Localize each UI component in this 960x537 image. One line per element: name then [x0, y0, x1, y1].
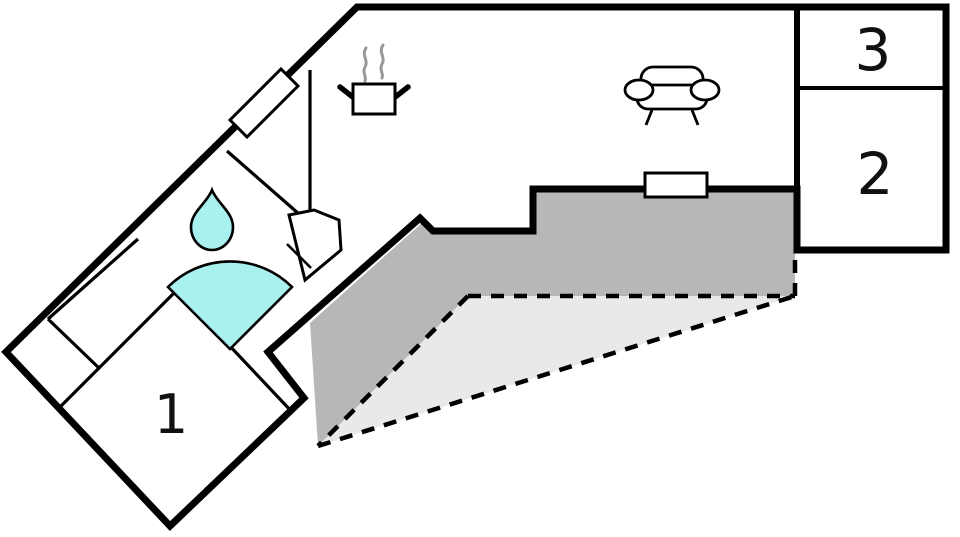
sofa-leg-left — [644, 109, 654, 126]
terrace-dashed-boundary — [316, 250, 798, 449]
wall-room1-nw — [55, 288, 179, 412]
window — [227, 66, 301, 140]
room-3-label: 3 — [855, 16, 892, 84]
terrace-area — [310, 188, 795, 446]
sofa-arm-left — [623, 78, 655, 102]
room-2-label: 2 — [857, 140, 894, 208]
wall-hall-bath — [225, 149, 309, 223]
dashed-line-bottom — [317, 293, 796, 449]
steam-line-left — [362, 46, 368, 83]
wall-closet-upper — [46, 237, 140, 321]
sofa-arm-right — [689, 78, 721, 102]
building-interior — [6, 7, 946, 526]
wall-closet-lower — [46, 317, 102, 371]
corner-shower-icon — [166, 260, 294, 351]
pot-body — [351, 82, 397, 116]
door-swing-line — [286, 243, 312, 269]
dashed-line-steep — [316, 294, 470, 448]
outer-wall-outline — [1, 3, 950, 531]
stove-icon — [337, 43, 411, 116]
water-drop-icon — [189, 186, 235, 252]
room-1-label: 1 — [154, 383, 188, 446]
terrace-table — [643, 171, 709, 199]
entrance-door — [287, 208, 343, 283]
sofa-icon — [623, 65, 721, 126]
sofa-leg-right — [690, 109, 700, 126]
steam-line-right — [379, 43, 385, 80]
